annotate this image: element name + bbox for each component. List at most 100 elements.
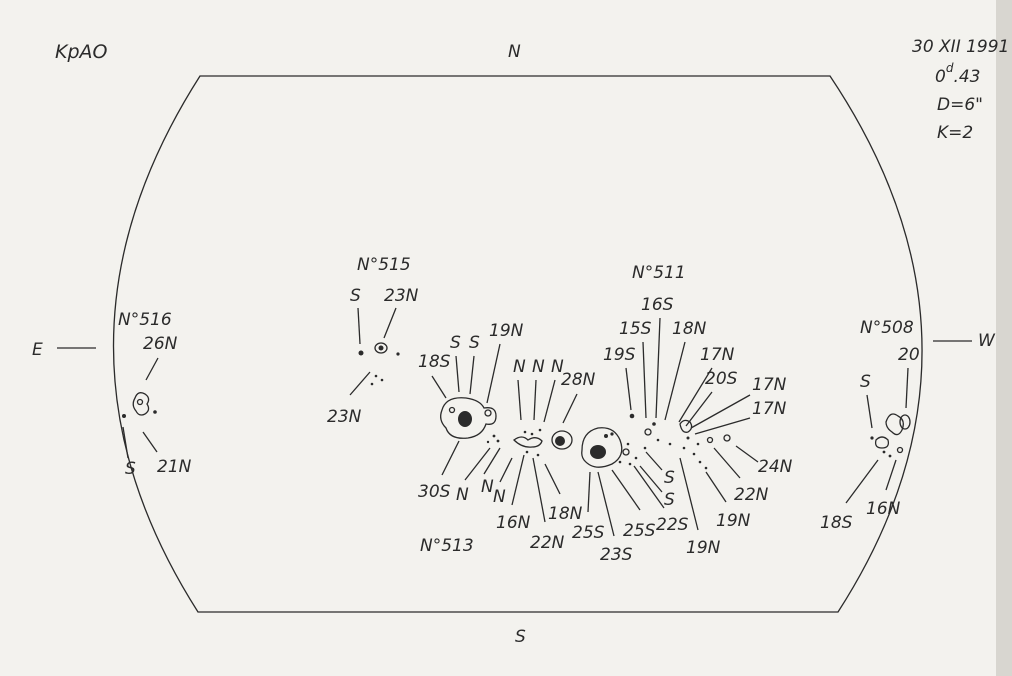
group-513-leader-n1: [517, 379, 522, 421]
group-513-dot-b: [496, 439, 500, 443]
group-508-label-18s: 18S: [820, 513, 853, 533]
group-513-label-n3: N: [551, 357, 564, 377]
group-511-label-s-a: S: [664, 468, 675, 488]
group-513-leader-n-b: [483, 447, 501, 475]
group-513-leader-n2: [533, 379, 537, 421]
group-513-label-19n: 19N: [489, 321, 524, 341]
group-513-leader-s1: [455, 355, 460, 393]
group-516-label-s: S: [125, 459, 136, 479]
group-515-umbra: [378, 345, 384, 351]
solar-disk-outline: [112, 75, 923, 613]
group-511-leader-18n: [664, 341, 686, 421]
time-superscript: d: [946, 61, 954, 75]
group-511-label-15s: 15S: [619, 319, 652, 339]
group-513-dot-g: [525, 450, 529, 454]
group-508-label-s: S: [860, 372, 871, 392]
group-511-leader-22s: [633, 465, 665, 509]
group-511-dot-n: [696, 442, 700, 446]
group-511-spot-28n: [551, 430, 573, 450]
group-516-label-21n: 21N: [157, 457, 192, 477]
group-511-label-17n-c: 17N: [752, 399, 787, 419]
group-513-leader-19n: [486, 343, 501, 404]
group-511-label-20s: 20S: [705, 369, 738, 389]
group-511-dot-k: [686, 436, 690, 440]
group-513-small-b: [484, 409, 492, 417]
group-513-small-a: [448, 406, 456, 414]
group-511-dot-a: [604, 434, 608, 438]
group-511-label-19n-a: 19N: [686, 538, 721, 558]
group-511-leader-s-a: [645, 451, 663, 471]
group-515-dot-a: [358, 350, 364, 356]
group-513-label-n2: N: [532, 357, 545, 377]
group-511-label-16s: 16S: [641, 295, 674, 315]
group-511-small-c: [679, 419, 693, 433]
group-515-dot-d: [380, 378, 384, 382]
group-511-dot-c: [618, 460, 622, 464]
group-511: N°511 16S 15S 18N 19S 28N: [544, 263, 793, 565]
group-513-dot-h: [536, 453, 540, 457]
group-511-dot-e: [634, 456, 638, 460]
group-516-name: N°516: [118, 310, 172, 330]
group-511-leader-18n-b: [544, 463, 561, 495]
group-516-leader-26n: [145, 357, 159, 381]
group-508-name: N°508: [860, 318, 914, 338]
group-511-dot-h: [656, 438, 660, 442]
group-515-dot-c: [374, 374, 378, 378]
group-513-dot-f: [538, 428, 542, 432]
group-513: 18S S S 19N N N N 30S N N N: [418, 321, 565, 556]
group-508: N°508 20 S 18S 16N: [820, 318, 920, 533]
group-515-label-23n-b: 23N: [327, 407, 362, 427]
group-516: N°516 26N S 21N: [118, 310, 192, 479]
group-508-leader-20: [905, 367, 909, 409]
group-513-dot-a: [492, 434, 496, 438]
group-511-label-19s: 19S: [603, 345, 636, 365]
group-508-label-20: 20: [898, 345, 920, 365]
group-511-leader-28n: [562, 393, 578, 424]
group-513-label-n1: N: [513, 357, 526, 377]
group-511-dot-j: [668, 442, 672, 446]
group-516-spot: [132, 392, 150, 416]
group-511-leader-16s: [655, 317, 661, 419]
group-515-leader-23n: [383, 307, 397, 339]
group-511-dot-f: [626, 442, 630, 446]
group-511-dot-o: [698, 460, 702, 464]
date-label: 30 XII 1991: [912, 37, 1009, 57]
group-513-leader-18s: [431, 375, 447, 399]
group-511-label-18n-b: 18N: [548, 504, 583, 524]
group-511-name: N°511: [632, 263, 686, 283]
group-508-spot-b: [899, 414, 911, 430]
group-511-leader-25s-b: [611, 469, 641, 511]
group-508-dot-a: [870, 436, 874, 440]
north-label: N: [508, 42, 521, 62]
group-511-dot-l: [682, 446, 686, 450]
group-511-leader-22n: [713, 447, 741, 479]
group-513-leader-n3: [543, 379, 556, 423]
group-511-dot-b: [610, 432, 614, 436]
time-prefix: 0: [935, 67, 946, 87]
group-511-small-e: [723, 434, 731, 442]
group-513-label-n-c: N: [493, 487, 506, 507]
group-511-small-a: [622, 448, 630, 456]
group-508-spot-c: [874, 436, 890, 449]
group-511-leader-17n-a: [678, 367, 713, 423]
group-516-leader-21n: [142, 431, 158, 453]
diameter-label: D=6": [937, 95, 983, 115]
group-511-label-17n-a: 17N: [700, 345, 735, 365]
group-511-label-24n: 24N: [758, 457, 793, 477]
group-516-umbra-ring: [136, 398, 144, 406]
group-513-name: N°513: [420, 536, 474, 556]
group-511-dot-i: [643, 446, 647, 450]
group-513-dot-c: [486, 440, 490, 444]
group-513-leader-spot: [440, 397, 497, 439]
group-511-dot-m: [692, 452, 696, 456]
group-508-leader-18s: [845, 459, 879, 504]
group-511-leader-15s: [642, 341, 647, 419]
group-513-label-16n: 16N: [496, 513, 531, 533]
group-513-label-n-a: N: [456, 485, 469, 505]
group-511-leader-17n-c: [694, 417, 751, 435]
group-516-label-26n: 26N: [143, 334, 178, 354]
group-511-small-b: [644, 428, 652, 436]
east-label: E: [32, 340, 43, 360]
group-508-spot-a: [885, 413, 904, 436]
